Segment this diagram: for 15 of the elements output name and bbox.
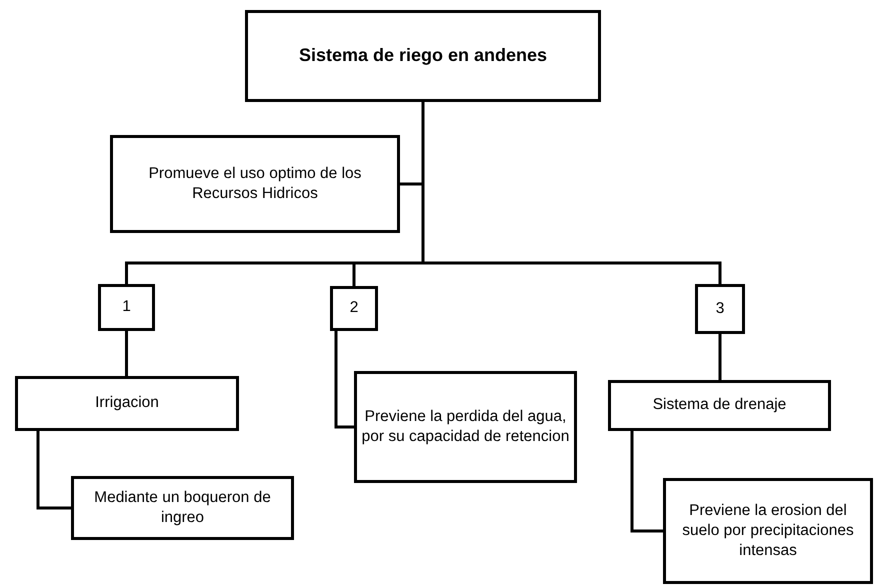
text-box: Irrigacion [15, 376, 239, 431]
text-box: Promueve el uso optimo de los Recursos Hidricos [110, 135, 400, 233]
text-box: Sistema de drenaje [608, 380, 831, 431]
title-box: Sistema de riego en andenes [245, 10, 601, 102]
connector-line [334, 331, 354, 428]
number-box: 2 [330, 286, 378, 331]
connector-line [125, 331, 128, 376]
number-box: 1 [98, 284, 155, 331]
connector-line [630, 431, 663, 532]
connector-line [36, 431, 71, 510]
number-box: 3 [695, 284, 745, 334]
text-box: Mediante un boqueron de ingreo [71, 476, 294, 540]
text-box: Previene la perdida del agua, por su capacidad de retencion [354, 371, 577, 483]
text-box: Previene la erosion del suelo por precipitaciones intensas [663, 478, 873, 584]
connector-line [718, 334, 722, 380]
